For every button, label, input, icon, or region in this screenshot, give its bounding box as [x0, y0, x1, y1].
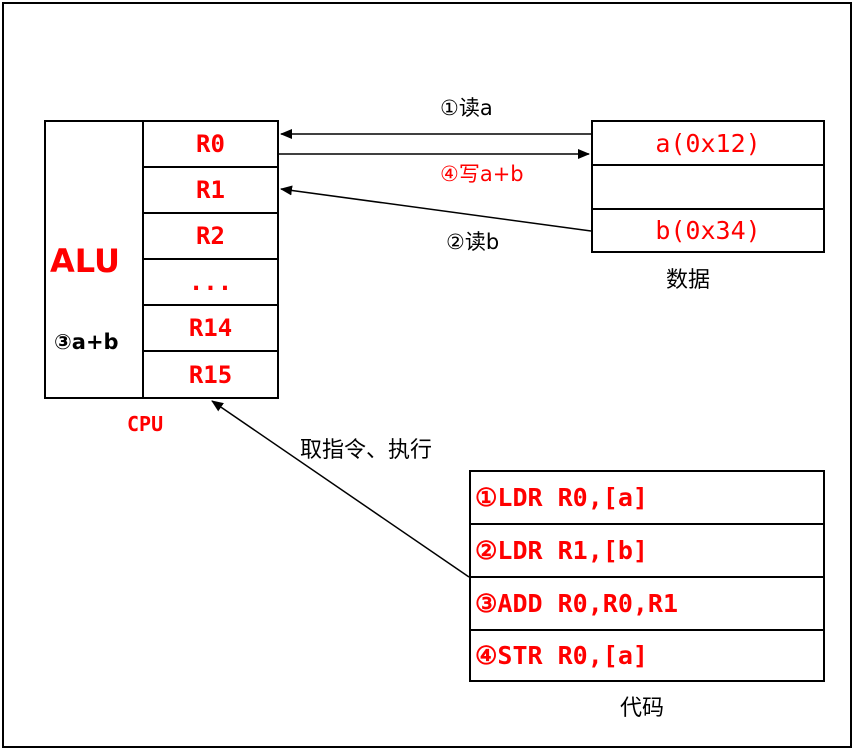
- arrow-label-fetch-execute: 取指令、执行: [300, 438, 433, 463]
- code-line-3: ③ADD R0,R0,R1: [471, 578, 823, 631]
- register-r2: R2: [144, 214, 277, 260]
- alu-step-label: ③a+b: [54, 330, 119, 354]
- register-r15: R15: [188, 360, 233, 389]
- code-line-1: ①LDR R0,[a]: [471, 472, 823, 525]
- memory-block: a(0x12) b(0x34): [591, 120, 825, 253]
- code-block: ①LDR R0,[a] ②LDR R1,[b] ③ADD R0,R0,R1 ④S…: [469, 470, 825, 682]
- code-caption: 代码: [620, 696, 665, 721]
- cpu-caption: CPU: [127, 412, 164, 436]
- memory-cell-b: b(0x34): [655, 216, 761, 245]
- alu-label: ALU: [50, 242, 120, 280]
- register-column: R0 R1 R2 ... R14 R15: [144, 122, 277, 397]
- memory-cell-empty: [593, 166, 823, 210]
- cpu-block: ALU ③a+b R0 R1 R2 ... R14 R15: [44, 120, 279, 399]
- arrow-label-write-ab: ④写a+b: [440, 162, 524, 186]
- alu-area: ALU ③a+b: [46, 122, 144, 397]
- memory-caption: 数据: [666, 268, 711, 293]
- register-r0: R0: [144, 122, 277, 168]
- code-line-4: ④STR R0,[a]: [475, 641, 648, 670]
- register-r1: R1: [144, 168, 277, 214]
- arrow-fetch-execute: [211, 400, 470, 578]
- arrow-label-read-a: ①读a: [440, 96, 493, 120]
- code-line-2: ②LDR R1,[b]: [471, 525, 823, 578]
- arrow-label-read-b: ②读b: [446, 230, 500, 254]
- arrow-read-b: [280, 185, 592, 232]
- register-ellipsis: ...: [144, 260, 277, 306]
- memory-cell-a: a(0x12): [593, 122, 823, 166]
- register-r14: R14: [144, 306, 277, 352]
